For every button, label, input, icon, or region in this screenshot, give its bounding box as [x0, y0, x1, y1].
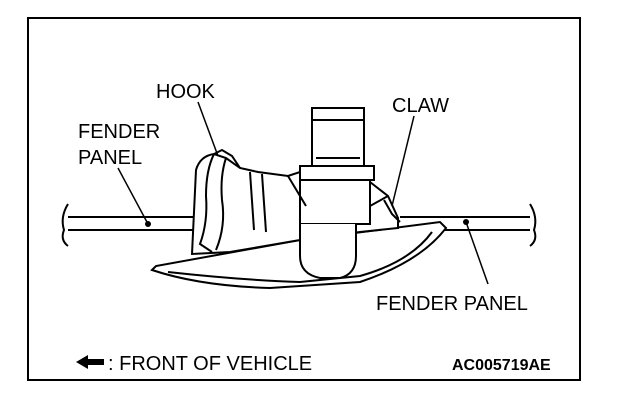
- side-lamp-assembly: [150, 107, 448, 290]
- hook-label: HOOK: [156, 81, 216, 103]
- figure-code: AC005719AE: [452, 357, 551, 374]
- fender-left-dot: [145, 221, 151, 227]
- claw-leader: [391, 115, 415, 207]
- fender-panel-left: [61, 203, 196, 247]
- fender-right-leader: [465, 221, 489, 285]
- claw-label: CLAW: [392, 95, 449, 117]
- fender-left-leader: [117, 167, 149, 225]
- left-arrow-icon: [76, 355, 104, 369]
- fender-left-label-line2: PANEL: [78, 147, 142, 169]
- fender-right-label: FENDER PANEL: [376, 293, 528, 315]
- leader-lines: [117, 101, 489, 285]
- hook-leader: [197, 101, 219, 157]
- fender-right-dot: [463, 219, 469, 225]
- fender-left-label-line1: FENDER: [78, 121, 160, 143]
- legend-text: : FRONT OF VEHICLE: [108, 353, 312, 375]
